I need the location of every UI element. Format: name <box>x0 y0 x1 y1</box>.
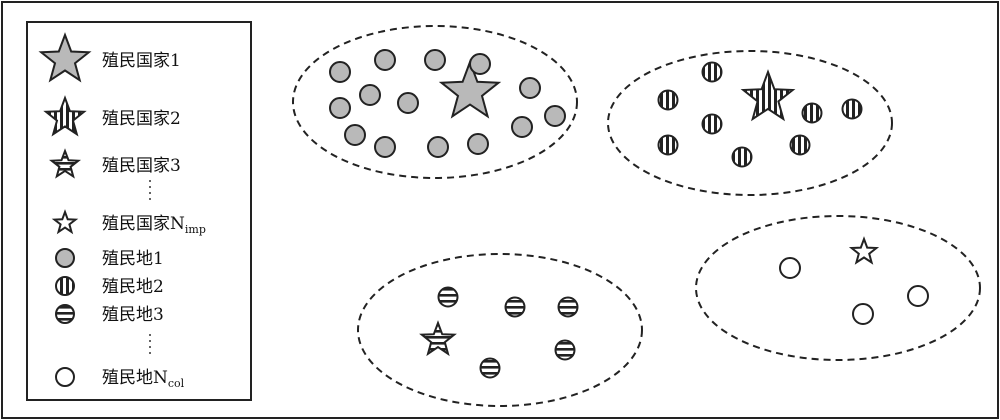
legend: 殖民国家1 殖民国家2 殖民国家3 殖民国家Nimp 殖民地1 殖民地2 殖民地3 殖民地Nc… <box>26 21 252 401</box>
empire-1-colony-circle-icon <box>374 136 396 158</box>
empire-1-colony-circle-icon <box>397 92 419 114</box>
legend-ellipsis-2 <box>149 334 151 354</box>
legend-box <box>26 21 252 401</box>
empire-n-boundary <box>695 215 981 361</box>
empire-1-colony-circle-icon <box>467 133 489 155</box>
legend-symbol-imp2-star-icon <box>43 95 87 137</box>
empire-1-group <box>329 49 566 158</box>
empire-1-colony-circle-icon <box>427 136 449 158</box>
empire-1-colony-circle-icon <box>544 105 566 127</box>
legend-label-imp3: 殖民国家3 <box>102 156 181 176</box>
empire-3-imperialist-star-icon <box>419 320 457 357</box>
empire-2-boundary <box>607 50 893 196</box>
empire-3-colony-circle-icon <box>437 286 459 308</box>
empire-1-colony-circle-icon <box>344 124 366 146</box>
legend-ellipsis-1 <box>149 180 151 200</box>
legend-symbol-colN-circle-icon <box>55 367 75 387</box>
empire-1-colony-circle-icon <box>519 77 541 99</box>
empire-3-colony-circle-icon <box>557 296 579 318</box>
legend-label-imp2: 殖民国家2 <box>102 109 181 129</box>
legend-symbol-impN-star-icon <box>51 209 79 235</box>
legend-symbol-col3-circle-icon <box>55 304 75 324</box>
empire-1-colony-circle-icon <box>511 116 533 138</box>
empire-3-colony-circle-icon <box>554 339 576 361</box>
empire-1-colony-circle-icon <box>374 49 396 71</box>
empire-3-group <box>419 286 579 379</box>
empire-3-colony-circle-icon <box>479 357 501 379</box>
empire-n-colony-circle-icon <box>779 257 801 279</box>
empire-3-colony-circle-icon <box>504 296 526 318</box>
empire-n-group <box>779 236 929 325</box>
empire-2-colony-circle-icon <box>701 61 723 83</box>
empire-2-colony-circle-icon <box>657 134 679 156</box>
legend-label-impN: 殖民国家Nimp <box>102 214 206 236</box>
legend-label-col1: 殖民地1 <box>102 249 164 269</box>
empire-1-colony-circle-icon <box>469 53 491 75</box>
empire-n-colony-circle-icon <box>852 303 874 325</box>
empire-1-imperialist-star-icon <box>438 59 502 119</box>
empire-2-colony-circle-icon <box>789 134 811 156</box>
empire-2-colony-circle-icon <box>657 89 679 111</box>
empire-2-colony-circle-icon <box>841 98 863 120</box>
empire-2-colony-circle-icon <box>801 102 823 124</box>
empire-2-colony-circle-icon <box>731 146 753 168</box>
empire-n-imperialist-star-icon <box>848 236 880 265</box>
empire-1-colony-circle-icon <box>329 97 351 119</box>
empire-n-colony-circle-icon <box>907 285 929 307</box>
legend-label-imp1: 殖民国家1 <box>102 51 181 71</box>
diagram-markers <box>329 49 929 379</box>
empire-1-colony-circle-icon <box>359 84 381 106</box>
empire-1-colony-circle-icon <box>329 61 351 83</box>
empire-2-group <box>657 61 863 168</box>
empire-1-colony-circle-icon <box>424 49 446 71</box>
empire-3-boundary <box>357 253 643 407</box>
empire-1-boundary <box>292 25 578 179</box>
legend-symbol-imp1-star-icon <box>38 32 92 83</box>
legend-symbol-col1-circle-icon <box>55 248 75 268</box>
empire-groups <box>292 25 981 407</box>
legend-label-colN: 殖民地Ncol <box>102 368 185 390</box>
legend-symbol-col2-circle-icon <box>55 276 75 296</box>
legend-symbol-imp3-star-icon <box>48 148 82 179</box>
legend-label-col3: 殖民地3 <box>102 305 164 325</box>
empire-2-colony-circle-icon <box>701 113 723 135</box>
legend-label-col2: 殖民地2 <box>102 277 164 297</box>
empire-2-imperialist-star-icon <box>740 69 796 122</box>
